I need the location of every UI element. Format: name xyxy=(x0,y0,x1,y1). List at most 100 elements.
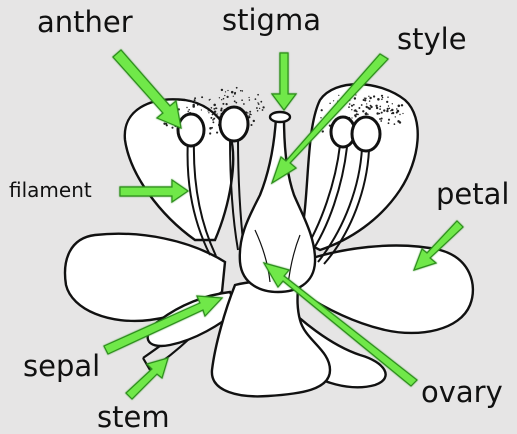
pollen-dot xyxy=(320,117,321,118)
pollen-dot xyxy=(386,101,388,103)
pollen-dot xyxy=(351,105,353,107)
pollen-dot xyxy=(248,115,249,116)
pollen-dot xyxy=(388,119,390,121)
pollen-dot xyxy=(381,118,383,120)
label-stigma: stigma xyxy=(222,6,321,35)
pollen-dot xyxy=(367,113,369,115)
pollen-dot xyxy=(256,107,258,109)
pollen-dot xyxy=(250,114,251,115)
pollen-dot xyxy=(379,118,381,120)
pollen-dot xyxy=(361,104,363,106)
pollen-dot xyxy=(376,112,379,115)
pollen-dot xyxy=(389,108,390,109)
pollen-dot xyxy=(383,109,385,111)
label-stem: stem xyxy=(97,403,170,432)
pollen-dot xyxy=(163,122,165,124)
pollen-dot xyxy=(391,109,393,111)
pollen-dot xyxy=(249,99,251,101)
pollen-dot xyxy=(338,95,339,96)
pollen-dot xyxy=(365,98,367,100)
pollen-dot xyxy=(366,103,367,104)
pollen-dot xyxy=(375,105,377,107)
pollen-dot xyxy=(249,111,251,113)
pollen-dot xyxy=(396,112,398,114)
pollen-dot xyxy=(356,113,358,115)
pollen-dot xyxy=(364,98,365,99)
pollen-dot xyxy=(369,97,371,99)
pollen-dot xyxy=(207,110,208,111)
pollen-dot xyxy=(192,104,195,107)
pollen-dot xyxy=(240,90,241,91)
pollen-dot xyxy=(212,121,214,123)
label-petal: petal xyxy=(436,180,509,209)
label-anther: anther xyxy=(37,8,133,37)
pollen-dot xyxy=(395,116,396,117)
right-petal xyxy=(300,246,473,333)
pollen-dot xyxy=(379,106,381,108)
pollen-dot xyxy=(257,110,259,112)
pollen-dot xyxy=(208,112,209,113)
arrow-stigma xyxy=(272,53,296,110)
pollen-dot xyxy=(212,114,214,116)
pollen-dot xyxy=(211,107,213,109)
pollen-dot xyxy=(166,124,168,126)
pollen-dot xyxy=(329,103,330,104)
pollen-dot xyxy=(358,107,360,109)
pollen-dot xyxy=(226,96,228,98)
pollen-dot xyxy=(255,98,257,100)
pollen-dot xyxy=(353,104,355,106)
label-style: style xyxy=(397,25,467,54)
label-ovary: ovary xyxy=(421,378,503,407)
pollen-dot xyxy=(401,104,403,106)
pollen-dot xyxy=(398,105,401,108)
pollen-dot xyxy=(221,89,223,91)
pollen-dot xyxy=(222,103,224,105)
pollen-dot xyxy=(354,110,355,111)
pollen-dot xyxy=(354,97,356,99)
pollen-dot xyxy=(369,108,371,110)
pollen-dot xyxy=(209,132,211,134)
label-sepal: sepal xyxy=(23,352,100,381)
pollen-dot xyxy=(387,96,389,98)
pollen-dot xyxy=(178,100,180,102)
pollen-dot xyxy=(368,96,369,97)
pollen-dot xyxy=(349,103,351,105)
pollen-dot xyxy=(209,99,210,100)
pollen-dot xyxy=(186,107,187,108)
pollen-dot xyxy=(333,100,334,101)
arrow-stem xyxy=(126,358,168,399)
pollen-dot xyxy=(211,127,213,129)
pollen-dot xyxy=(189,100,191,102)
pollen-dot xyxy=(257,102,258,103)
pollen-dot xyxy=(348,106,350,108)
pollen-dot xyxy=(381,112,383,114)
pollen-dot xyxy=(225,91,226,92)
pollen-dot xyxy=(262,109,264,111)
pollen-dot xyxy=(260,101,262,103)
pollen-dot xyxy=(201,96,203,98)
pollen-dot xyxy=(221,99,222,100)
pollen-dot xyxy=(376,107,378,109)
pollen-dot xyxy=(213,108,215,110)
pollen-dot xyxy=(369,100,370,101)
pollen-dot xyxy=(236,87,238,89)
pollen-dot xyxy=(381,99,383,101)
pollen-dot xyxy=(380,120,382,122)
pollen-dot xyxy=(259,108,260,109)
pollen-dot xyxy=(399,121,401,123)
pollen-dot xyxy=(220,109,222,111)
pollen-dot xyxy=(247,112,248,113)
pollen-dot xyxy=(188,109,189,110)
pollen-dot xyxy=(215,107,217,109)
pollen-dot xyxy=(392,103,393,104)
pistil xyxy=(240,112,315,292)
pollen-dot xyxy=(257,94,259,96)
pollen-dot xyxy=(234,100,236,102)
pollen-dot xyxy=(216,116,218,118)
pollen-dot xyxy=(386,110,388,112)
pollen-dot xyxy=(235,102,237,104)
pollen-dot xyxy=(213,118,215,120)
pollen-dot xyxy=(224,95,225,96)
pollen-dot xyxy=(379,108,381,110)
